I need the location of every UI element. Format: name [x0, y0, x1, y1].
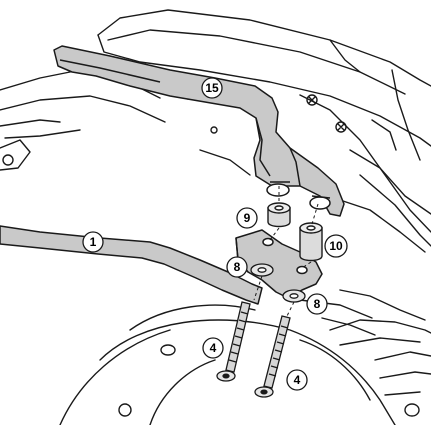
- callout-8-right: 8: [306, 293, 328, 315]
- callout-1-label: 1: [90, 235, 97, 249]
- washer-left: [250, 263, 274, 277]
- callout-8-right-label: 8: [314, 297, 321, 311]
- motorcycle-frame-lineart: [0, 9, 431, 425]
- callout-15-label: 15: [205, 81, 219, 95]
- bolt-right: [254, 315, 291, 398]
- spacer-short: [267, 202, 291, 228]
- washer-right: [282, 289, 306, 303]
- callout-4-left: 4: [202, 337, 224, 359]
- callout-4-right-label: 4: [294, 373, 301, 387]
- callout-8-left: 8: [226, 256, 248, 278]
- callout-10-label: 10: [329, 239, 343, 253]
- mounting-bracket: [235, 229, 323, 299]
- rear-rack-plate: [53, 45, 345, 217]
- callout-9-label: 9: [244, 211, 251, 225]
- spacer-long: [299, 222, 323, 262]
- bolt-left: [216, 301, 251, 382]
- side-bar: [0, 225, 263, 305]
- callout-1: 1: [82, 231, 104, 253]
- callout-15: 15: [201, 77, 223, 99]
- callout-4-left-label: 4: [210, 341, 217, 355]
- callout-10: 10: [324, 234, 348, 258]
- callout-4-right: 4: [286, 369, 308, 391]
- assembly-guide-lines: [253, 186, 319, 319]
- callout-9: 9: [236, 207, 258, 229]
- callout-8-left-label: 8: [234, 260, 241, 274]
